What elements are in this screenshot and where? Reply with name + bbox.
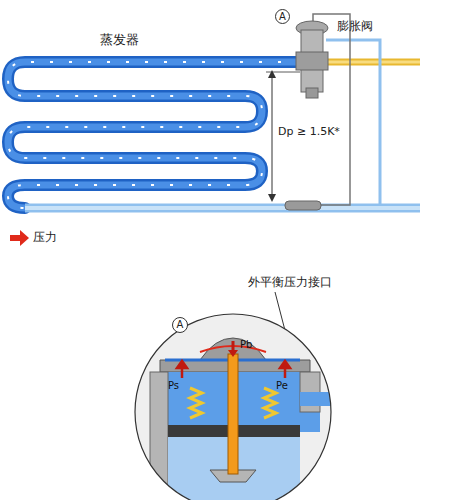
flow-marks <box>8 62 300 208</box>
detail-outline <box>135 314 331 500</box>
part-label: 膨胀阀 <box>337 20 373 34</box>
callout-circle: A <box>275 9 290 24</box>
suction-line-core <box>25 206 420 210</box>
valve-detail <box>130 310 340 500</box>
part-label: Pb <box>240 339 252 351</box>
coil-core <box>8 62 300 208</box>
legend-text: 压力 <box>33 231 57 245</box>
callout-circle: A <box>172 317 188 333</box>
evaporator-coil <box>8 62 300 208</box>
part-label: Pe <box>276 380 288 392</box>
part-label: Dp ≥ 1.5K* <box>278 126 340 139</box>
pressure-arrow <box>177 361 290 378</box>
pressure-arrow-sample <box>10 230 29 246</box>
callout-letter: A <box>279 12 286 22</box>
equalizer-line <box>326 40 380 205</box>
body-wall <box>150 372 168 500</box>
part-label: 外平衡压力接口 <box>248 276 332 290</box>
equalizer-port <box>300 392 340 406</box>
dimension-tick <box>266 72 300 73</box>
callout-letter: A <box>177 320 184 330</box>
valve-port <box>296 52 328 70</box>
valve-stem <box>228 354 238 474</box>
suction-line <box>25 204 420 213</box>
liquid-line-core <box>326 61 420 64</box>
pressure-arrow <box>228 350 238 357</box>
part-label: 蒸发器 <box>100 33 139 48</box>
part-label: Ps <box>168 380 179 392</box>
liquid-line <box>326 59 420 66</box>
dimension-line <box>272 74 273 198</box>
detail-background <box>130 310 340 500</box>
sensing-bulb <box>285 201 321 210</box>
valve-nut <box>306 88 318 98</box>
